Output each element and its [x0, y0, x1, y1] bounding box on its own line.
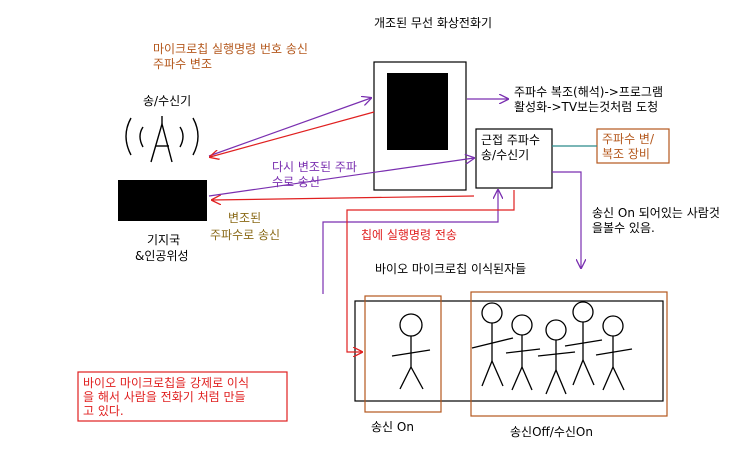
arrow-implanted-to-transceiver [323, 190, 498, 294]
arrow-transceiver-to-base [212, 196, 474, 200]
antenna-icon [126, 116, 198, 162]
diagram-title: 개조된 무선 화상전화기 [374, 16, 492, 30]
person-figure-receiver-4 [565, 302, 602, 385]
sender-on-label: 송신 On [371, 420, 414, 434]
modulated-line2: 주파수로 송신 [210, 228, 280, 242]
tower-label: 송/수신기 [143, 94, 191, 108]
decode-line1: 주파수 복조(해석)->프로그램 [514, 85, 663, 99]
sender-off-box [471, 292, 667, 416]
chip-command-label: 칩에 실행명령 전송 [361, 228, 457, 242]
decode-line2: 활성화->TV보는것처럼 도청 [514, 100, 658, 114]
implanted-group-label: 바이오 마이크로칩 이식된자들 [375, 262, 526, 276]
signal-top-line1: 마이크로칩 실행명령 번호 송신 [153, 42, 308, 56]
person-figure-receiver-2 [506, 315, 540, 390]
base-station-label-line1: 기지국 [147, 233, 180, 247]
viewable-line2: 을볼수 있음. [592, 221, 655, 235]
note-line2: 을 해서 사람을 전화기 처럼 만들 [83, 390, 246, 404]
arrow-base-to-phone [209, 98, 371, 156]
arrow-transceiver-to-receivers [552, 172, 581, 268]
base-station-block [118, 180, 207, 221]
arrow-phone-to-base [210, 112, 374, 157]
remod-line1: 다시 변조된 주파 [272, 160, 357, 174]
remod-line2: 수로 송신 [272, 175, 320, 189]
note-line3: 고 있다. [83, 404, 124, 418]
note-line1: 바이오 마이크로칩을 강제로 이식 [83, 376, 249, 390]
sender-off-label: 송신Off/수신On [510, 425, 593, 439]
person-figure-receiver-1 [472, 303, 513, 386]
transceiver-line1: 근접 주파수 [481, 133, 540, 147]
equipment-line2: 복조 장비 [602, 147, 650, 161]
person-figure-receiver-3 [538, 320, 575, 394]
transceiver-line2: 송/수신기 [481, 148, 529, 162]
person-figure-receiver-5 [596, 316, 632, 390]
base-station-label-line2: &인공위성 [135, 249, 189, 263]
equipment-line1: 주파수 변/ [602, 132, 654, 146]
person-figure-sender [392, 314, 430, 389]
phone-screen [387, 73, 448, 150]
modulated-line1: 변조된 [228, 211, 261, 225]
signal-top-line2: 주파수 변조 [153, 57, 212, 71]
viewable-line1: 송신 On 되어있는 사람것 [592, 206, 720, 220]
